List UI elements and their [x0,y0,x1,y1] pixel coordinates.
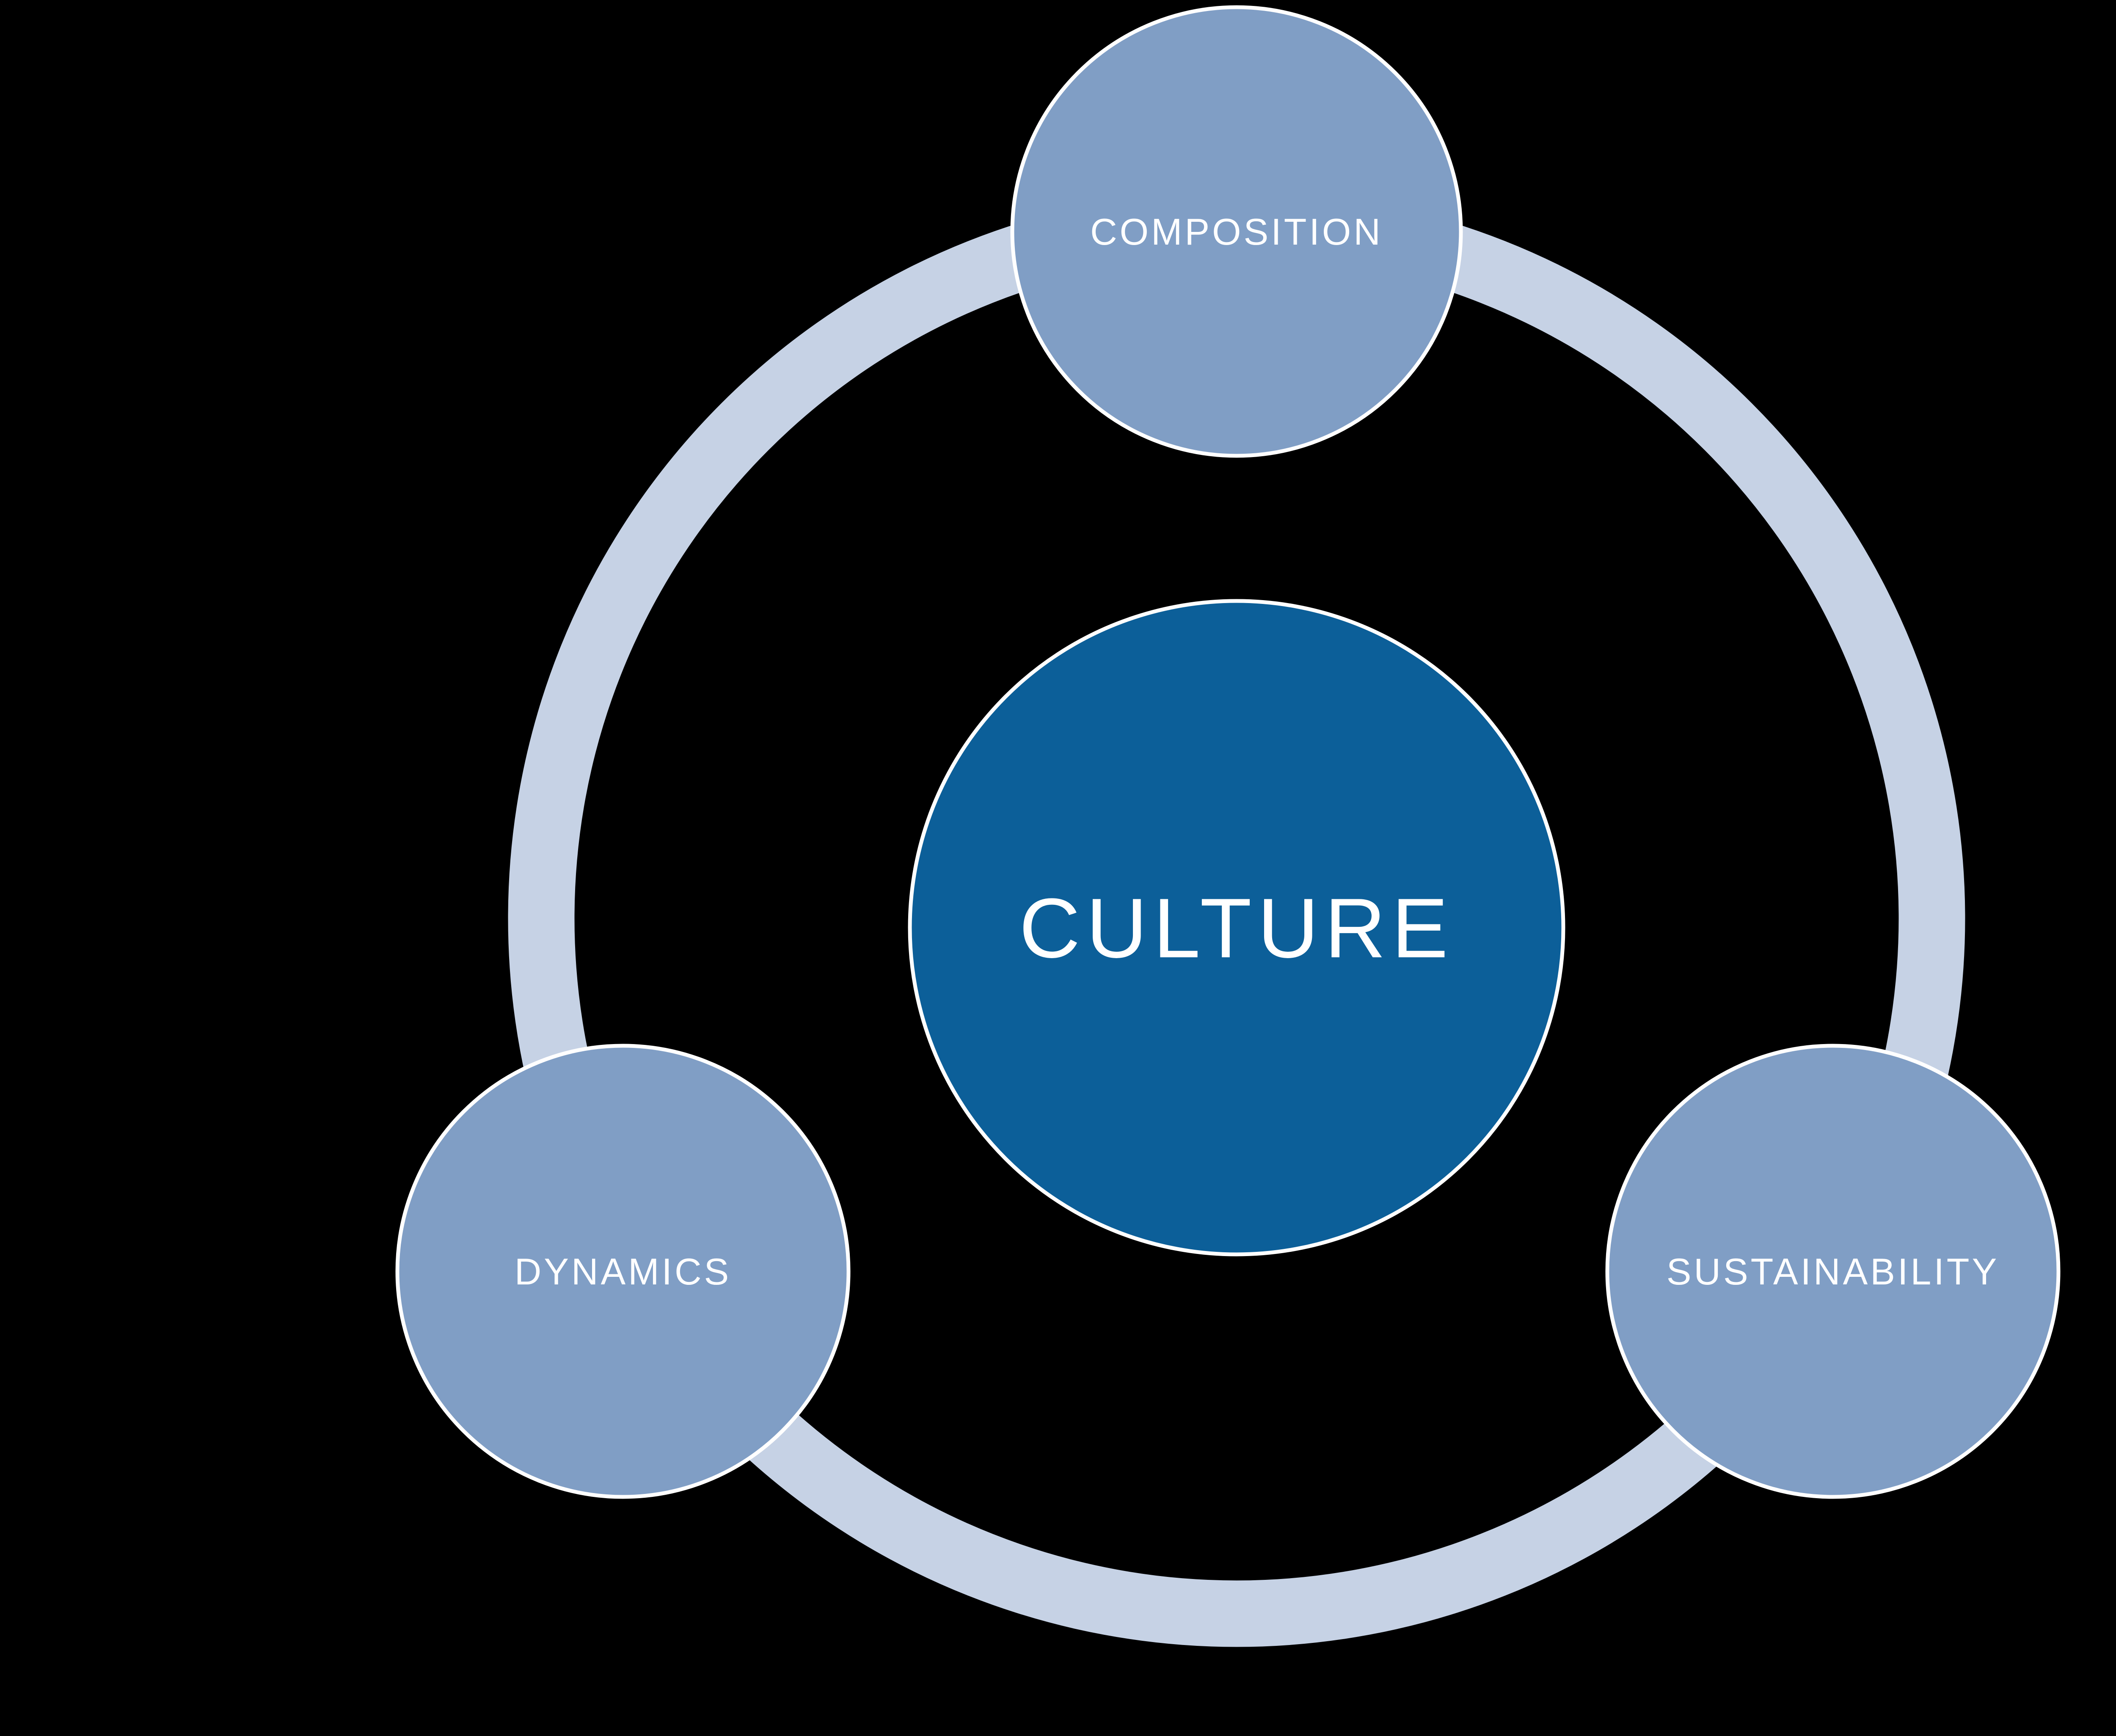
sustainability-label: SUSTAINABILITY [1667,1251,2000,1292]
node-culture-circle [908,599,1565,1257]
node-sustainability-circle [1605,1044,2061,1499]
dynamics-label: DYNAMICS [515,1251,732,1292]
node-composition-circle [1010,5,1463,458]
culture-label: CULTURE [1019,881,1454,975]
node-dynamics-circle [395,1044,851,1499]
composition-label: COMPOSITION [1090,211,1383,253]
